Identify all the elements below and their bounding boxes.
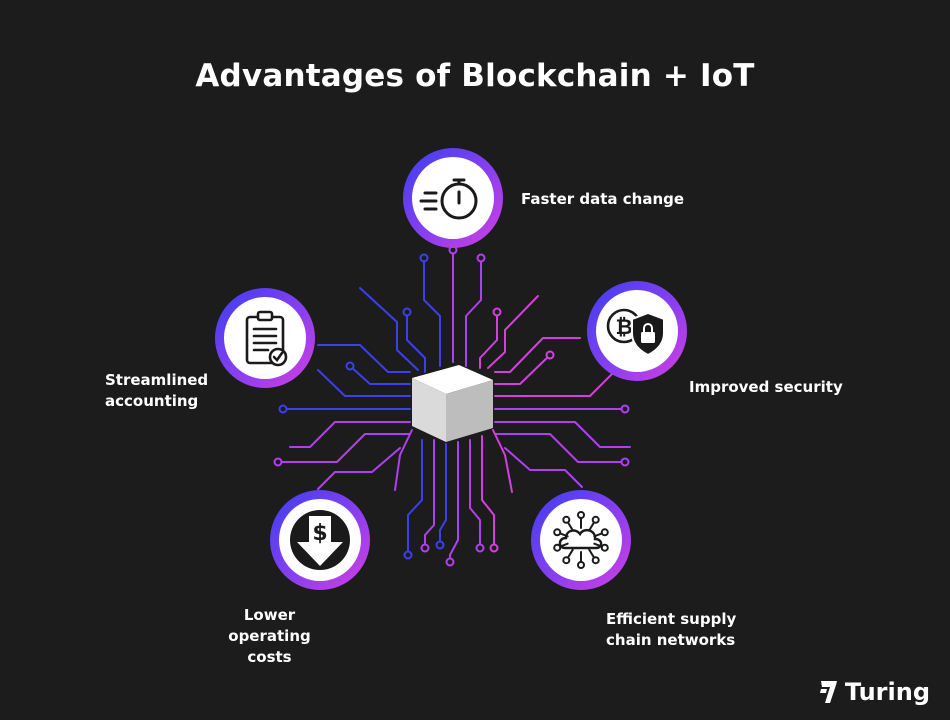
circuit-trace	[423, 257, 441, 367]
center-cube-icon	[412, 365, 493, 442]
svg-text:₿: ₿	[615, 315, 632, 339]
circuit-node	[620, 457, 630, 467]
cloud-network-icon	[553, 511, 609, 569]
circuit-trace	[494, 354, 551, 385]
circuit-trace	[317, 344, 411, 373]
circuit-trace	[479, 311, 498, 369]
benefit-label-improved-security: Improved security	[689, 378, 843, 396]
circuit-node	[620, 404, 630, 414]
circuit-trace	[494, 421, 631, 448]
turing-logo-icon	[819, 681, 837, 703]
circuit-trace	[469, 439, 481, 549]
circuit-trace	[407, 439, 423, 556]
circuit-trace	[465, 257, 482, 367]
network-node	[553, 543, 562, 552]
circuit-node	[420, 543, 430, 553]
network-node	[600, 528, 609, 537]
circuit-node	[476, 253, 486, 263]
network-node	[591, 515, 600, 524]
circuit-trace	[449, 441, 459, 563]
circuit-trace	[487, 295, 539, 369]
circuit-node	[545, 350, 555, 360]
stopwatch-icon	[419, 178, 478, 220]
circuit-trace	[494, 373, 613, 397]
network-node	[562, 515, 571, 524]
circuit-trace	[406, 311, 426, 373]
benefit-label-faster-data-change: Faster data change	[521, 190, 685, 208]
benefit-label-lower-operating-costs: Lower operating costs	[228, 606, 311, 666]
circuit-node	[445, 557, 455, 567]
network-node	[591, 556, 600, 565]
circuit-trace	[494, 337, 581, 373]
benefit-node-lower-operating-costs: $	[270, 490, 370, 590]
circuit-node	[475, 543, 485, 553]
network-node	[577, 561, 585, 569]
circuit-lines	[277, 249, 631, 563]
circuit-dots	[273, 245, 630, 567]
circuit-trace	[277, 433, 411, 463]
circuit-trace	[317, 447, 401, 490]
bitcoin-shield-lock-icon: ₿	[606, 308, 665, 357]
circuit-trace	[394, 429, 413, 491]
network-node	[600, 543, 609, 552]
benefit-node-faster-data-change	[403, 148, 503, 248]
circuit-node	[403, 550, 413, 560]
network-node	[562, 556, 571, 565]
turing-logo-text: Turing	[844, 678, 930, 706]
svg-text:$: $	[312, 521, 327, 546]
circuit-trace	[317, 369, 411, 397]
circuit-node	[492, 307, 502, 317]
circuit-node	[489, 543, 499, 553]
circuit-node	[402, 307, 412, 317]
network-node	[577, 511, 585, 519]
network-node	[553, 528, 562, 537]
clipboard-check-icon	[245, 310, 288, 367]
circuit-node	[273, 457, 283, 467]
benefit-node-improved-security: ₿	[587, 281, 687, 381]
circuit-trace	[424, 439, 435, 549]
page-title: Advantages of Blockchain + IoT	[195, 58, 755, 94]
circuit-trace	[349, 365, 411, 385]
circuit-trace	[494, 433, 626, 463]
circuit-node	[278, 404, 288, 414]
dollar-down-arrow-icon: $	[290, 510, 350, 570]
circuit-trace	[492, 429, 513, 493]
benefit-node-efficient-supply-chain	[531, 490, 631, 590]
cloud-shape	[558, 528, 603, 550]
circuit-trace	[289, 421, 411, 448]
benefit-label-streamlined-accounting: Streamlined accounting	[105, 371, 209, 410]
circuit-node	[419, 253, 429, 263]
circuit-trace	[439, 443, 447, 546]
circuit-trace	[359, 287, 419, 371]
benefit-node-streamlined-accounting	[215, 288, 315, 388]
circuit-node	[345, 361, 355, 371]
circuit-node	[435, 540, 445, 550]
turing-logo: Turing	[819, 678, 930, 706]
circuit-trace	[481, 435, 495, 549]
circuit-trace	[504, 447, 583, 488]
benefit-label-efficient-supply-chain: Efficient supply chain networks	[606, 610, 737, 649]
